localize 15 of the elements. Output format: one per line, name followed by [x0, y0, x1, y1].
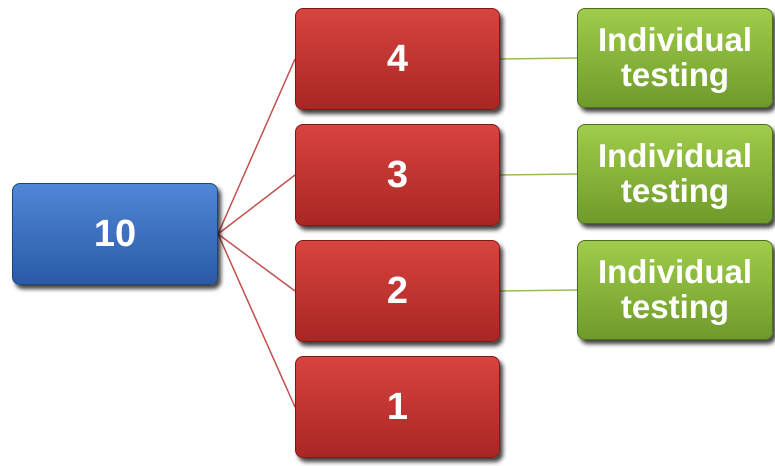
test-box: Individual testing [577, 240, 773, 340]
group-box: 1 [295, 356, 500, 458]
group-box: 2 [295, 240, 500, 342]
connector-line [500, 289, 578, 292]
group-box: 3 [295, 124, 500, 226]
test-box: Individual testing [577, 124, 773, 224]
test-box: Individual testing [577, 8, 773, 108]
root-box: 10 [12, 183, 218, 285]
connector-line [217, 234, 296, 408]
connector-line [217, 58, 296, 234]
connector-line [500, 173, 578, 176]
connector-line [218, 233, 296, 292]
connector-line [218, 174, 296, 235]
connector-line [500, 57, 578, 60]
group-box: 4 [295, 8, 500, 110]
